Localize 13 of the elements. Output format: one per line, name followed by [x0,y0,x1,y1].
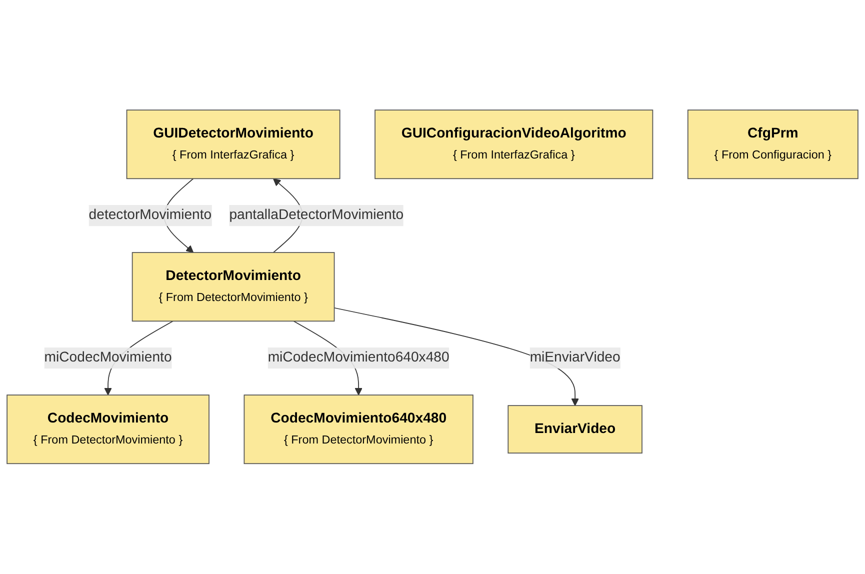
edge-label: miCodecMovimiento [44,350,172,366]
node-box: CfgPrm { From Configuracion } [687,110,858,180]
edge-label: miCodecMovimiento640x480 [268,350,450,366]
arrow [334,308,579,406]
node-box: CodecMovimiento { From DetectorMovimiento } [6,394,210,464]
edge-label: detectorMovimiento [88,208,212,223]
node-box: DetectorMovimiento { From DetectorMovimiento } [132,252,335,322]
edge-label: pantallaDetectorMovimiento [229,208,404,223]
node-box: GUIConfiguracionVideoAlgoritmo { From InterfazGrafica } [374,110,654,180]
node-box: GUIDetectorMovimiento { From InterfazGrafica } [126,110,340,180]
edge-label: miEnviarVideo [530,350,620,366]
node-box: CodecMovimiento640x480 { From DetectorMovimiento } [244,394,474,464]
node-box: EnviarVideo [508,405,642,454]
